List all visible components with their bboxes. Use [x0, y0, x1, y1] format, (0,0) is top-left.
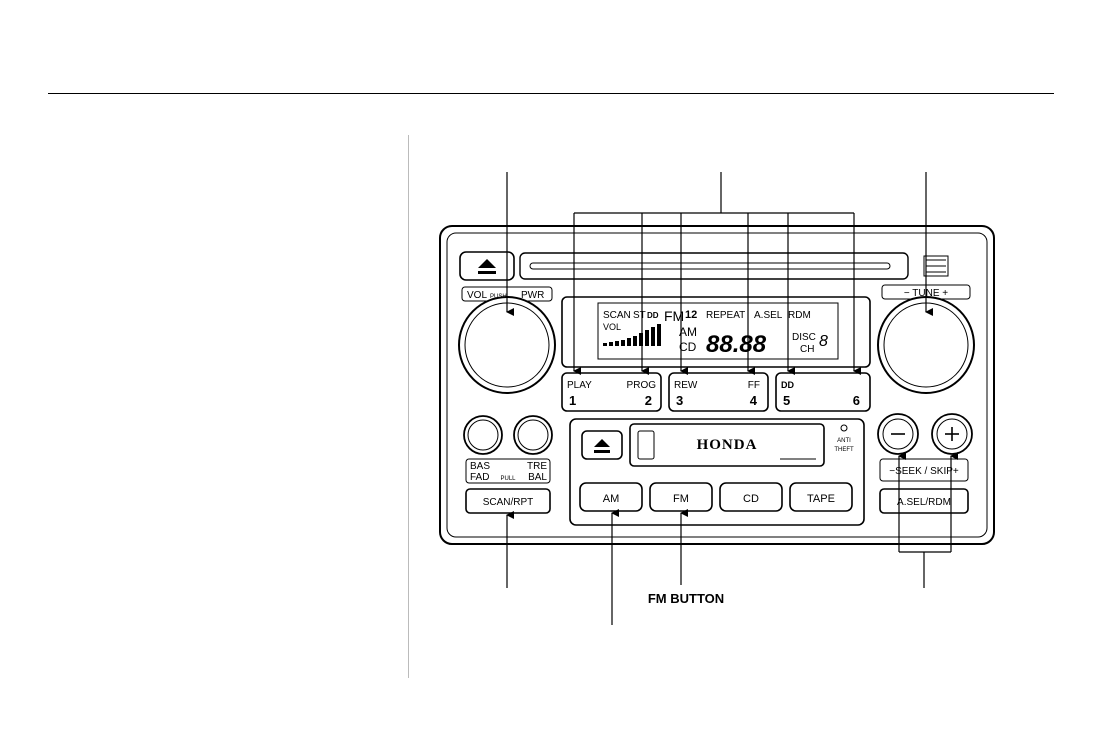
vol-label: VOL [467, 290, 487, 301]
preset-2-button[interactable]: 2 [645, 393, 652, 408]
fm-button-callout: FM BUTTON [648, 591, 724, 606]
display-cd: CD [679, 340, 697, 354]
tre-label: TRE [527, 461, 547, 472]
tape-eject-icon [594, 439, 610, 453]
display-vol: VOL [603, 322, 621, 332]
header-rule [48, 93, 1054, 94]
preset-1-function: PLAY [567, 380, 592, 391]
display-disc: DISC [792, 332, 816, 343]
preset-5-button[interactable]: 5 [783, 393, 790, 408]
display-band: FM [664, 308, 684, 324]
seek-skip-label: −SEEK / SKIP+ [889, 466, 959, 477]
tape-button-label: TAPE [807, 493, 835, 505]
fm-button-label: FM [673, 493, 689, 505]
display-frequency: 88.88 [706, 331, 767, 358]
column-divider [408, 135, 409, 678]
preset-4-button[interactable]: 4 [750, 393, 758, 408]
pull-label: PULL [500, 476, 516, 482]
plus-icon [945, 427, 959, 441]
anti-label: ANTI [837, 438, 851, 444]
vol-pwr-label: PWR [521, 290, 544, 301]
asel-rdm-button[interactable] [879, 488, 969, 514]
display-dolby-icon: DD [647, 311, 659, 320]
theft-label: THEFT [834, 447, 854, 453]
cd-button[interactable] [719, 482, 783, 512]
preset-1-button[interactable]: 1 [569, 393, 576, 408]
callout-lines [506, 172, 958, 625]
eject-icon [478, 259, 496, 274]
preset-group-1-2 [561, 372, 662, 412]
fad-label: FAD [470, 472, 489, 483]
display-asel: A.SEL [754, 310, 783, 321]
scan-rpt-label: SCAN/RPT [483, 497, 534, 508]
cd-button-label: CD [743, 493, 759, 505]
preset-2-function: PROG [627, 380, 657, 391]
display-rdm: RDM [788, 310, 811, 321]
tape-button[interactable] [789, 482, 853, 512]
volume-bargraph [603, 324, 661, 346]
preset-3-button[interactable]: 3 [676, 393, 683, 408]
preset-group-5-6 [775, 372, 871, 412]
lcd-display [597, 302, 839, 360]
preset-5-function: DD [781, 380, 794, 390]
display-preset: 12 [685, 309, 697, 321]
preset-6-button[interactable]: 6 [853, 393, 860, 408]
display-disc-number: 8 [819, 333, 828, 350]
preset-group-3-4 [668, 372, 769, 412]
display-repeat: REPEAT [706, 310, 745, 321]
bal-label: BAL [528, 472, 547, 483]
cassette-door [629, 423, 825, 467]
asel-rdm-label: A.SEL/RDM [897, 497, 951, 508]
preset-4-function: FF [748, 380, 760, 391]
bas-label: BAS [470, 461, 490, 472]
preset-3-function: REW [674, 380, 698, 391]
display-am: AM [679, 325, 697, 339]
am-button-label: AM [603, 493, 620, 505]
honda-logo: HONDA [697, 437, 758, 453]
display-scan: SCAN [603, 310, 631, 321]
display-st: ST [633, 310, 646, 321]
anti-theft-led [840, 424, 848, 432]
display-ch: CH [800, 344, 814, 355]
